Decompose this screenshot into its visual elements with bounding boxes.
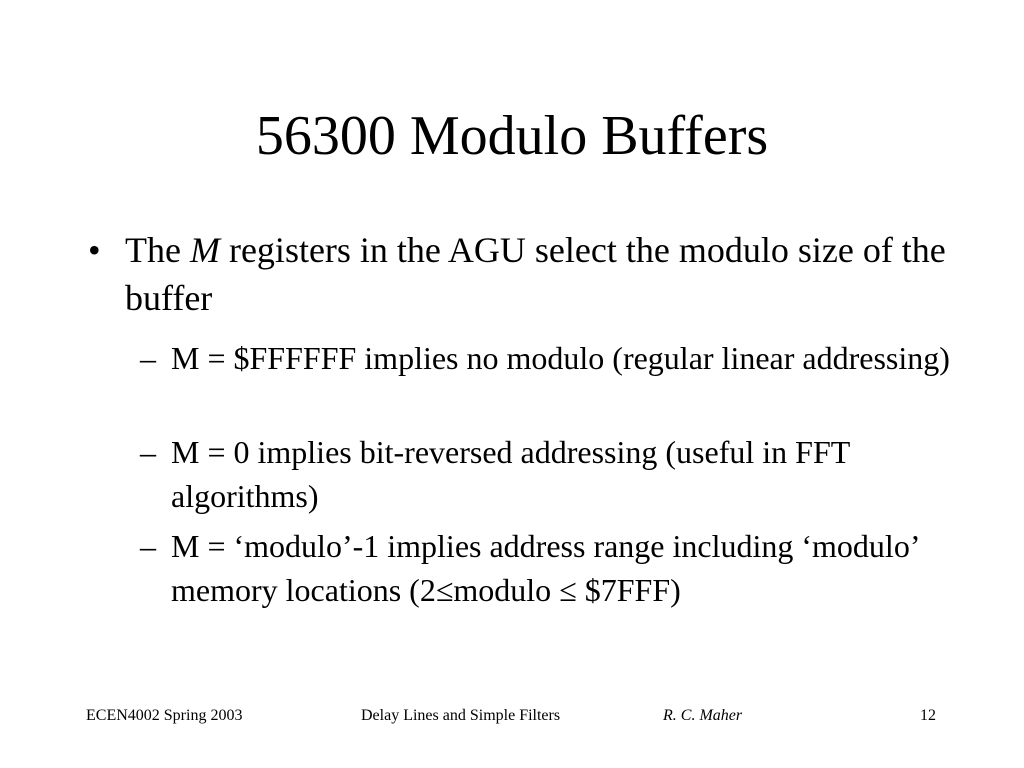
main-bullet: • The M registers in the AGU select the … <box>88 226 968 322</box>
bullet-marker: • <box>88 230 101 270</box>
bullet-text-after: registers in the AGU select the modulo s… <box>125 230 946 318</box>
bullet-text-before: The <box>125 230 190 270</box>
sub-bullet-2: – M = 0 implies bit-reversed addressing … <box>140 430 960 518</box>
sub-bullet-text: M = 0 implies bit-reversed addressing (u… <box>171 434 850 514</box>
footer-page-number: 12 <box>920 707 936 724</box>
footer-topic: Delay Lines and Simple Filters <box>361 707 561 724</box>
footer-course: ECEN4002 Spring 2003 <box>86 707 243 724</box>
bullet-text-italic: M <box>189 230 220 270</box>
bullet-text: The M registers in the AGU select the mo… <box>125 226 968 322</box>
slide-title: 56300 Modulo Buffers <box>255 105 769 167</box>
sub-bullet-marker: – <box>140 340 156 376</box>
sub-bullet-3: – M = ‘modulo’-1 implies address range i… <box>140 524 960 612</box>
sub-bullet-text: M = $FFFFFF implies no modulo (regular l… <box>171 340 950 376</box>
sub-bullet-marker: – <box>140 528 156 564</box>
sub-bullet-1: – M = $FFFFFF implies no modulo (regular… <box>140 336 960 380</box>
footer-author: R. C. Maher <box>663 707 743 724</box>
sub-bullet-text: M = ‘modulo’-1 implies address range inc… <box>171 528 919 608</box>
sub-bullet-marker: – <box>140 434 156 470</box>
